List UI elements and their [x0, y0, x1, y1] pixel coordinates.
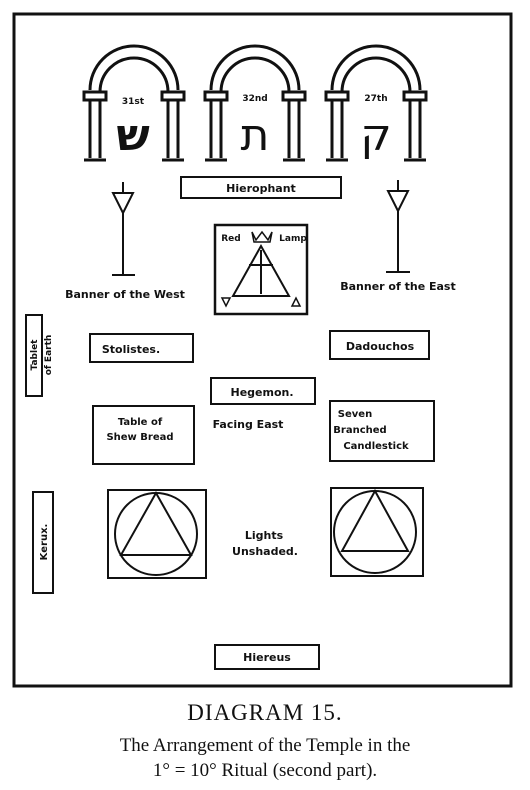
tablet-of-earth-label-1: Tablet [30, 339, 40, 371]
hegemon-label: Hegemon. [230, 386, 293, 399]
candlestick-label-1: Seven [338, 409, 372, 420]
hiereus-label: Hiereus [243, 651, 291, 664]
candlestick-box [329, 400, 435, 462]
arch-shin [82, 44, 186, 162]
tablet-of-earth-label-2: of Earth [44, 335, 54, 376]
table-shew-bread-label-1: Table of [118, 417, 163, 428]
caption-line-2: 1° = 10° Ritual (second part). [152, 760, 378, 781]
hebrew-letter-qoph: ק [360, 110, 391, 161]
candlestick-label-3: Candlestick [343, 441, 409, 452]
banner-west-symbol [111, 182, 135, 276]
right-light-circle [333, 490, 417, 574]
left-light-triangle [119, 490, 193, 556]
arch-2-number: 32nd [242, 94, 267, 104]
banner-east-label: Banner of the East [340, 280, 455, 293]
lights-label-1: Lights [245, 529, 284, 542]
altar-box [213, 223, 309, 316]
candlestick-label-2: Branched [333, 425, 386, 436]
lights-label-2: Unshaded. [232, 545, 298, 558]
right-light-box [330, 487, 424, 577]
kerux-label: Kerux. [39, 524, 50, 561]
red-lamp-left-label: Red [221, 234, 240, 244]
outer-frame [12, 12, 513, 688]
hegemon-box [210, 377, 316, 405]
dadouchos-box [329, 330, 430, 360]
arch-1-number: 31st [122, 97, 145, 107]
hebrew-letter-tau: ת [241, 110, 270, 161]
caption-title: DIAGRAM 15. [187, 700, 343, 725]
hierophant-label: Hierophant [226, 182, 296, 195]
facing-east-label: Facing East [213, 418, 284, 431]
red-lamp-right-label: Lamp [279, 234, 307, 244]
altar-corner-triangles [220, 296, 302, 308]
right-light-triangle [340, 488, 410, 552]
dadouchos-label: Dadouchos [346, 340, 415, 353]
table-shew-bread-label-2: Shew Bread [106, 432, 173, 443]
left-light-box [107, 489, 207, 579]
arch-qoph [324, 44, 428, 162]
stolistes-label: Stolistes. [102, 343, 160, 356]
banner-west-label: Banner of the West [65, 288, 185, 301]
caption-line-1: The Arrangement of the Temple in the [119, 735, 411, 756]
hebrew-letter-shin: ש [116, 110, 149, 161]
left-light-circle [114, 492, 198, 576]
temple-diagram: 31st ש 32nd ת 27th ק Hierophant Banner o… [12, 12, 513, 688]
stolistes-box [89, 333, 194, 363]
banner-east-symbol [386, 180, 410, 273]
red-lamp-icon [251, 230, 273, 243]
altar-triangle-cross [231, 243, 291, 297]
hiereus-box [214, 644, 320, 670]
tablet-of-earth-box [25, 314, 43, 397]
kerux-box [32, 491, 54, 594]
arch-tau [203, 44, 307, 162]
arch-3-number: 27th [364, 94, 387, 104]
table-shew-bread-box [92, 405, 195, 465]
hierophant-box [180, 176, 342, 199]
